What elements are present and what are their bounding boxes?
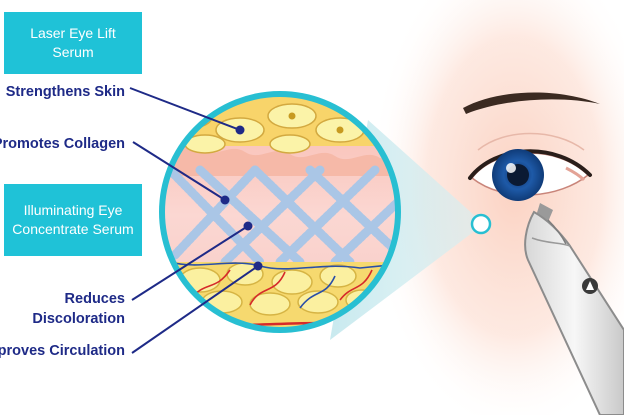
eyebrow-icon bbox=[463, 92, 600, 114]
serum-label-laser-eye-lift: Laser Eye Lift Serum bbox=[4, 12, 142, 74]
target-ring-icon bbox=[470, 213, 492, 235]
leader-lines bbox=[129, 87, 259, 354]
benefit-reduces-discoloration: Reduces Discoloration bbox=[32, 291, 125, 327]
serum-label-text: Illuminating Eye Concentrate Serum bbox=[12, 202, 134, 237]
eye-icon bbox=[468, 132, 592, 201]
serum-label-illuminating-eye-concentrate: Illuminating Eye Concentrate Serum bbox=[4, 184, 142, 256]
benefit-promotes-collagen: Promotes Collagen bbox=[0, 136, 125, 152]
serum-label-text: Laser Eye Lift Serum bbox=[30, 25, 116, 60]
laser-device-icon bbox=[524, 203, 624, 416]
collagen-fibers bbox=[165, 165, 398, 267]
benefit-improves-circulation: Improves Circulation bbox=[0, 343, 125, 359]
benefit-strengthens-skin: Strengthens Skin bbox=[5, 84, 125, 100]
leader-dots bbox=[220, 125, 263, 271]
magnified-skin-cross-section bbox=[159, 91, 401, 333]
